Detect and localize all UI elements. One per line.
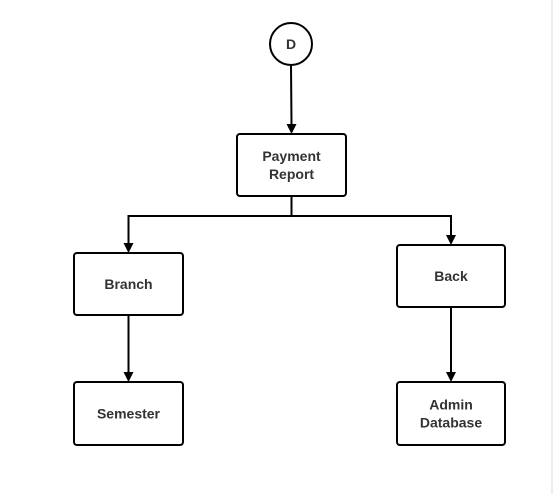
- process-box: [73, 252, 184, 316]
- node-label: Database: [420, 415, 482, 431]
- edge-payment-report-to-back: [290, 196, 452, 236]
- arrow-head: [446, 372, 456, 382]
- node-label: Admin: [429, 397, 473, 413]
- process-box: [396, 244, 506, 308]
- edge-connector-d-to-payment-report: [290, 64, 293, 126]
- node-label: D: [286, 36, 296, 52]
- connector-circle: [269, 22, 313, 66]
- node-back[interactable]: Back: [396, 244, 506, 308]
- edge-payment-report-to-branch: [127, 196, 293, 244]
- arrow-head: [123, 243, 134, 253]
- edges-layer: [123, 64, 456, 382]
- arrow-head: [286, 124, 297, 134]
- node-label: Back: [434, 268, 468, 284]
- node-label: Branch: [104, 276, 152, 292]
- node-connector-d[interactable]: D: [269, 22, 313, 66]
- process-box: [396, 381, 506, 446]
- node-label: Report: [269, 166, 314, 182]
- node-label: Semester: [97, 406, 161, 422]
- arrow-head: [446, 235, 456, 245]
- node-branch[interactable]: Branch: [73, 252, 184, 316]
- arrow-head: [123, 372, 134, 382]
- node-semester[interactable]: Semester: [73, 381, 184, 446]
- process-box: [236, 133, 347, 197]
- process-box: [73, 381, 184, 446]
- node-label: Payment: [262, 148, 321, 164]
